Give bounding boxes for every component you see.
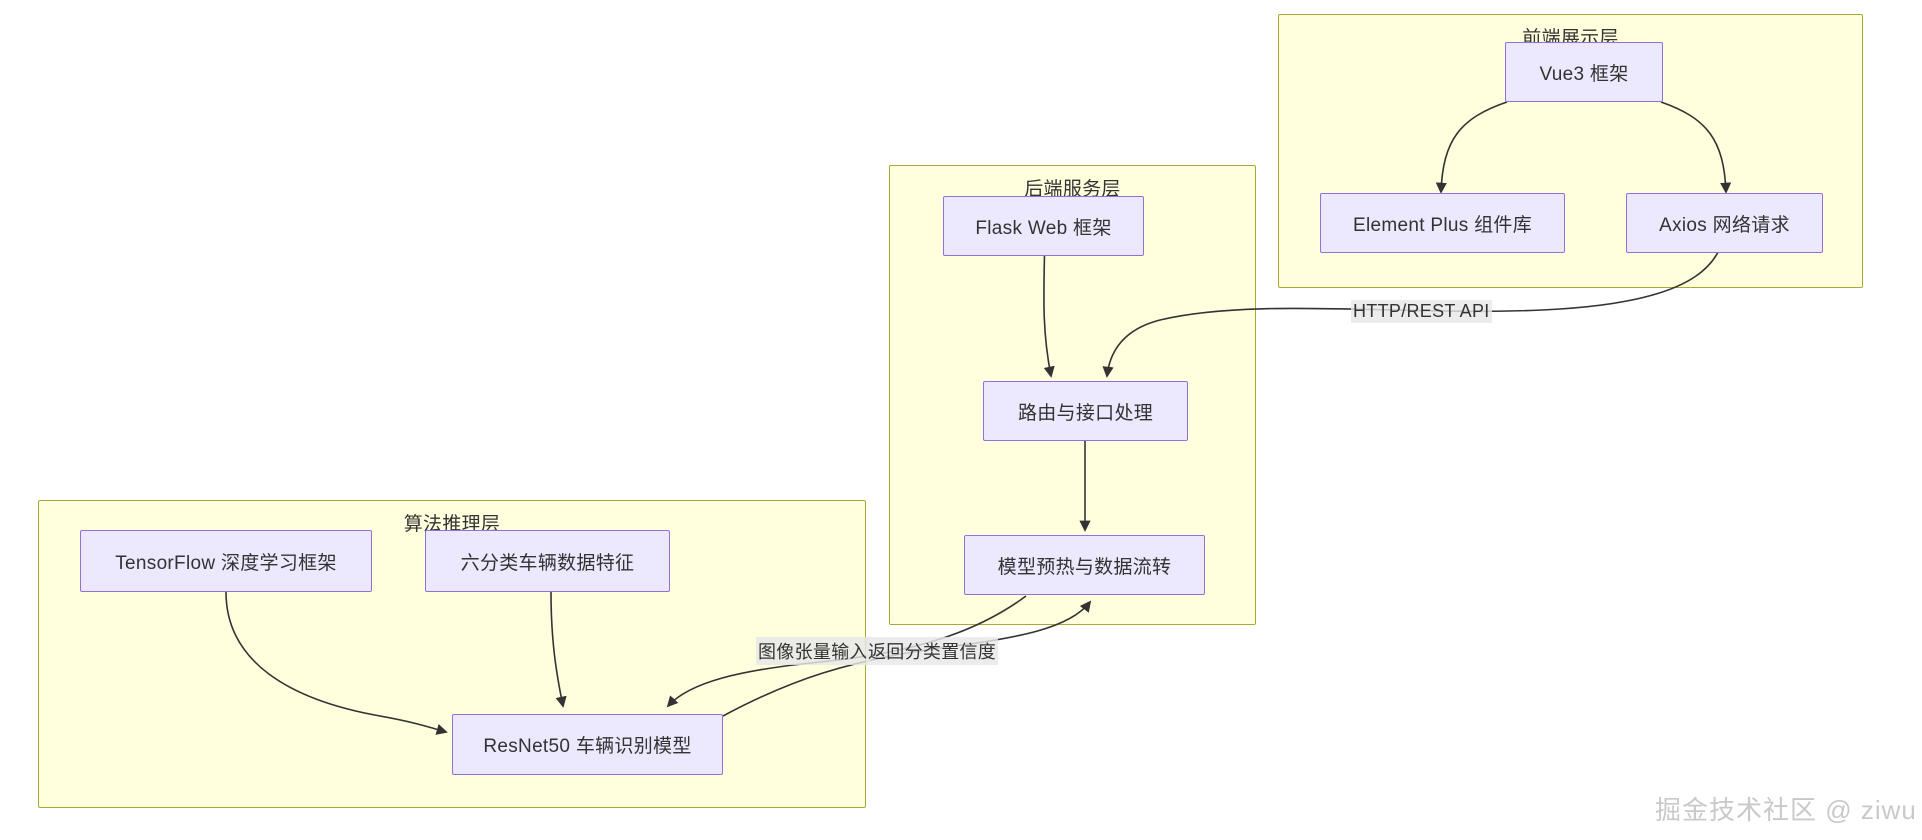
edge-label-classify-confidence: 返回分类置信度 — [866, 637, 999, 665]
edge-label-tensor-input-text: 图像张量输入 — [758, 642, 868, 662]
node-resnet50-label: ResNet50 车辆识别模型 — [483, 736, 692, 757]
node-features[interactable]: 六分类车辆数据特征 — [425, 530, 670, 592]
node-tensorflow[interactable]: TensorFlow 深度学习框架 — [80, 530, 372, 592]
node-features-label: 六分类车辆数据特征 — [460, 552, 635, 574]
edge-label-http-rest-api: HTTP/REST API — [1351, 300, 1492, 323]
layer-backend-title: 后端服务层 — [1024, 179, 1121, 200]
node-vue3[interactable]: Vue3 框架 — [1505, 42, 1663, 102]
node-axios-label: Axios 网络请求 — [1659, 214, 1790, 236]
node-axios[interactable]: Axios 网络请求 — [1626, 193, 1823, 253]
node-warmup-label: 模型预热与数据流转 — [997, 556, 1172, 578]
node-routing-label: 路由与接口处理 — [1017, 402, 1154, 424]
node-element-plus-label: Element Plus 组件库 — [1352, 214, 1533, 236]
edge-label-classify-confidence-text: 返回分类置信度 — [868, 642, 997, 662]
edge-label-tensor-input: 图像张量输入 — [756, 637, 870, 665]
node-warmup[interactable]: 模型预热与数据流转 — [964, 535, 1205, 595]
node-flask[interactable]: Flask Web 框架 — [943, 196, 1144, 256]
node-routing[interactable]: 路由与接口处理 — [983, 381, 1188, 441]
node-vue3-label: Vue3 框架 — [1539, 63, 1629, 85]
layer-algorithm-title: 算法推理层 — [403, 514, 501, 535]
watermark: 掘金技术社区 @ ziwu — [1655, 795, 1917, 825]
node-flask-label: Flask Web 框架 — [975, 217, 1112, 239]
node-element-plus[interactable]: Element Plus 组件库 — [1320, 193, 1565, 253]
node-tensorflow-label: TensorFlow 深度学习框架 — [115, 552, 337, 574]
edge-label-http-rest-api-text: HTTP/REST API — [1353, 301, 1490, 321]
node-resnet50[interactable]: ResNet50 车辆识别模型 — [452, 714, 723, 775]
